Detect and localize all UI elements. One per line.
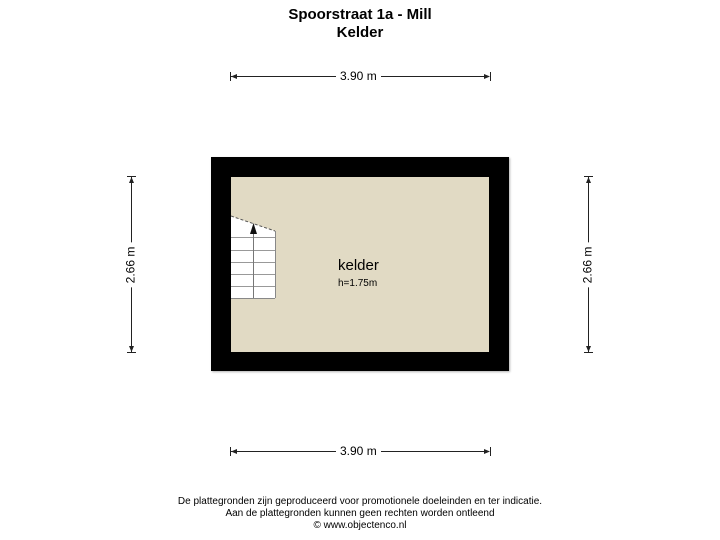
dimension-right-label: 2.66 m [580,242,595,288]
dimension-left-label: 2.66 m [123,242,138,288]
stair-up-arrow-icon [250,223,257,234]
dimension-bottom-label: 3.90 m [336,444,381,458]
dimension-arrows-icon [127,176,136,353]
disclaimer-line-1: De plattegronden zijn geproduceerd voor … [177,496,543,507]
dimension-top-label: 3.90 m [336,69,381,83]
floor-name: Kelder [336,24,384,41]
floorplan-title: Spoorstraat 1a - Mill [288,6,432,23]
dimension-arrows-icon [230,72,491,81]
dimension-arrows-icon [584,176,593,353]
copyright-link[interactable]: © www.objectenco.nl [313,520,407,531]
room-height: h=1.75m [338,278,378,289]
staircase [231,215,276,299]
room-label: kelder [338,257,379,274]
disclaimer-line-2: Aan de plattegronden kunnen geen rechten… [225,508,495,519]
dimension-arrows-icon [230,447,491,456]
